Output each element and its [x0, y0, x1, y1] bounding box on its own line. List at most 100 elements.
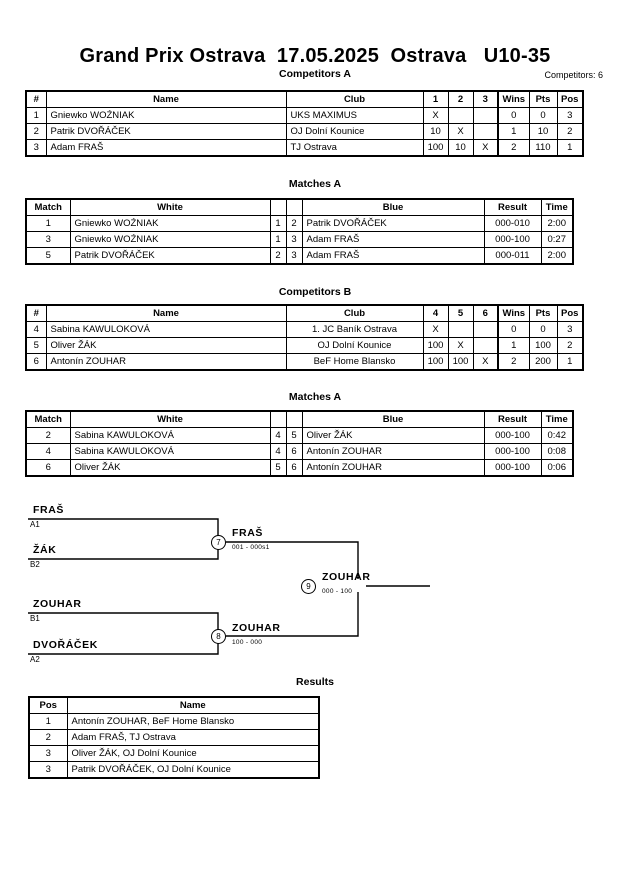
bracket-entrant-seed-3: B1	[30, 614, 40, 623]
table-header-row: Pos Name	[28, 696, 320, 714]
cell-result: 000-100	[483, 427, 542, 444]
bracket-entrant-name-1: FRAŠ	[33, 504, 64, 516]
cell-pts: 0	[528, 321, 558, 338]
cell-time: 0:06	[540, 459, 574, 477]
cell-blue: Oliver ŽÁK	[301, 427, 485, 444]
cell-num: 3	[25, 139, 47, 157]
col-header-pos: Pos	[556, 90, 584, 108]
section-label-competitors-a: Competitors A	[279, 68, 351, 80]
cell-m2: 10	[447, 139, 474, 157]
cell-pts: 110	[528, 139, 558, 157]
cell-m1: X	[422, 107, 449, 124]
bracket-entrant-seed-1: A1	[30, 520, 40, 529]
cell-pts: 10	[528, 123, 558, 140]
cell-club: OJ Dolní Kounice	[285, 123, 424, 140]
col-header-pos: Pos	[556, 304, 584, 322]
bracket-line-entrant-3	[28, 612, 219, 630]
bracket-winner-name-8: ZOUHAR	[232, 622, 281, 634]
cell-white: Gniewko WOŹNIAK	[69, 231, 271, 248]
bracket-match-number-7[interactable]: 7	[211, 535, 226, 550]
cell-blue-num: 6	[285, 459, 303, 477]
cell-white-num: 1	[269, 231, 287, 248]
table-row: 2 Patrik DVOŘÁČEK OJ Dolní Kounice 10 X …	[25, 123, 584, 140]
section-label-results: Results	[296, 676, 334, 688]
competitors-table-a: # Name Club 1 2 3 Wins Pts Pos 1 Gniewko…	[25, 90, 584, 157]
col-header-blue: Blue	[301, 198, 485, 216]
section-label-matches-a-2: Matches A	[288, 391, 342, 403]
cell-pts: 100	[528, 337, 558, 354]
results-table: Pos Name 1 Antonín ZOUHAR, BeF Home Blan…	[28, 696, 320, 779]
table-row: 4 Sabina KAWULOKOVÁ 4 6 Antonín ZOUHAR 0…	[25, 443, 574, 460]
col-header-name: Name	[45, 304, 287, 322]
cell-match: 4	[25, 443, 71, 460]
col-header-name: Name	[45, 90, 287, 108]
cell-m6	[472, 337, 499, 354]
table-header-row: Match White Blue Result Time	[25, 198, 574, 216]
cell-club: BeF Home Blansko	[285, 353, 424, 371]
cell-num: 6	[25, 353, 47, 371]
cell-match: 5	[25, 247, 71, 265]
cell-pos: 2	[28, 729, 68, 746]
table-row: 1 Antonín ZOUHAR, BeF Home Blansko	[28, 713, 320, 730]
table-row: 1 Gniewko WOŹNIAK UKS MAXIMUS X 0 0 3	[25, 107, 584, 124]
col-header-pts: Pts	[528, 304, 558, 322]
cell-time: 2:00	[540, 247, 574, 265]
table-row: 3 Adam FRAŠ TJ Ostrava 100 10 X 2 110 1	[25, 139, 584, 157]
matches-table-a-2: Match White Blue Result Time 2 Sabina KA…	[25, 410, 574, 477]
col-header-time: Time	[540, 410, 574, 428]
cell-pos: 2	[556, 123, 584, 140]
cell-white-num: 4	[269, 427, 287, 444]
bracket-entrant-name-4: DVOŘÁČEK	[33, 639, 98, 651]
cell-club: OJ Dolní Kounice	[285, 337, 424, 354]
cell-m1: 10	[422, 123, 449, 140]
cell-pts: 0	[528, 107, 558, 124]
cell-match: 3	[25, 231, 71, 248]
col-header-match: Match	[25, 410, 71, 428]
cell-num: 1	[25, 107, 47, 124]
cell-num: 4	[25, 321, 47, 338]
bracket-score-7: 001 - 000s1	[232, 544, 270, 551]
cell-result: 000-100	[483, 459, 542, 477]
col-header-m5: 5	[447, 304, 474, 322]
cell-pos: 2	[556, 337, 584, 354]
col-header-m1: 1	[422, 90, 449, 108]
cell-wins: 1	[497, 123, 530, 140]
cell-m4: 100	[422, 353, 449, 371]
bracket-match-number-9[interactable]: 9	[301, 579, 316, 594]
cell-m2: X	[447, 123, 474, 140]
bracket-line-entrant-2	[28, 549, 219, 560]
col-header-m3: 3	[472, 90, 499, 108]
page-title: Grand Prix Ostrava 17.05.2025 Ostrava U1…	[79, 45, 551, 67]
cell-time: 2:00	[540, 215, 574, 232]
table-row: 3 Oliver ŽÁK, OJ Dolní Kounice	[28, 745, 320, 762]
cell-pts: 200	[528, 353, 558, 371]
cell-white: Patrik DVOŘÁČEK	[69, 247, 271, 265]
cell-pos: 3	[28, 761, 68, 779]
bracket-match-number-8[interactable]: 8	[211, 629, 226, 644]
cell-name: Antonín ZOUHAR	[45, 353, 287, 371]
cell-wins: 2	[497, 353, 530, 371]
col-header-blue-num	[285, 410, 303, 428]
cell-blue-num: 6	[285, 443, 303, 460]
cell-blue-num: 5	[285, 427, 303, 444]
competitors-table-b: # Name Club 4 5 6 Wins Pts Pos 4 Sabina …	[25, 304, 584, 371]
section-label-matches-a-1: Matches A	[288, 178, 342, 190]
bracket-score-8: 100 - 000	[232, 639, 263, 646]
bracket-score-9: 000 - 100	[322, 588, 353, 595]
matches-table-a-1: Match White Blue Result Time 1 Gniewko W…	[25, 198, 574, 265]
section-label-competitors-b: Competitors B	[278, 286, 352, 298]
table-row: 2 Sabina KAWULOKOVÁ 4 5 Oliver ŽÁK 000-1…	[25, 427, 574, 444]
table-row: 6 Antonín ZOUHAR BeF Home Blansko 100 10…	[25, 353, 584, 371]
col-header-wins: Wins	[497, 304, 530, 322]
cell-num: 2	[25, 123, 47, 140]
cell-blue: Adam FRAŠ	[301, 231, 485, 248]
cell-name: Adam FRAŠ, TJ Ostrava	[66, 729, 320, 746]
cell-club: TJ Ostrava	[285, 139, 424, 157]
col-header-club: Club	[285, 90, 424, 108]
col-header-match: Match	[25, 198, 71, 216]
cell-m5: 100	[447, 353, 474, 371]
cell-num: 5	[25, 337, 47, 354]
cell-white: Sabina KAWULOKOVÁ	[69, 427, 271, 444]
table-row: 3 Gniewko WOŹNIAK 1 3 Adam FRAŠ 000-100 …	[25, 231, 574, 248]
